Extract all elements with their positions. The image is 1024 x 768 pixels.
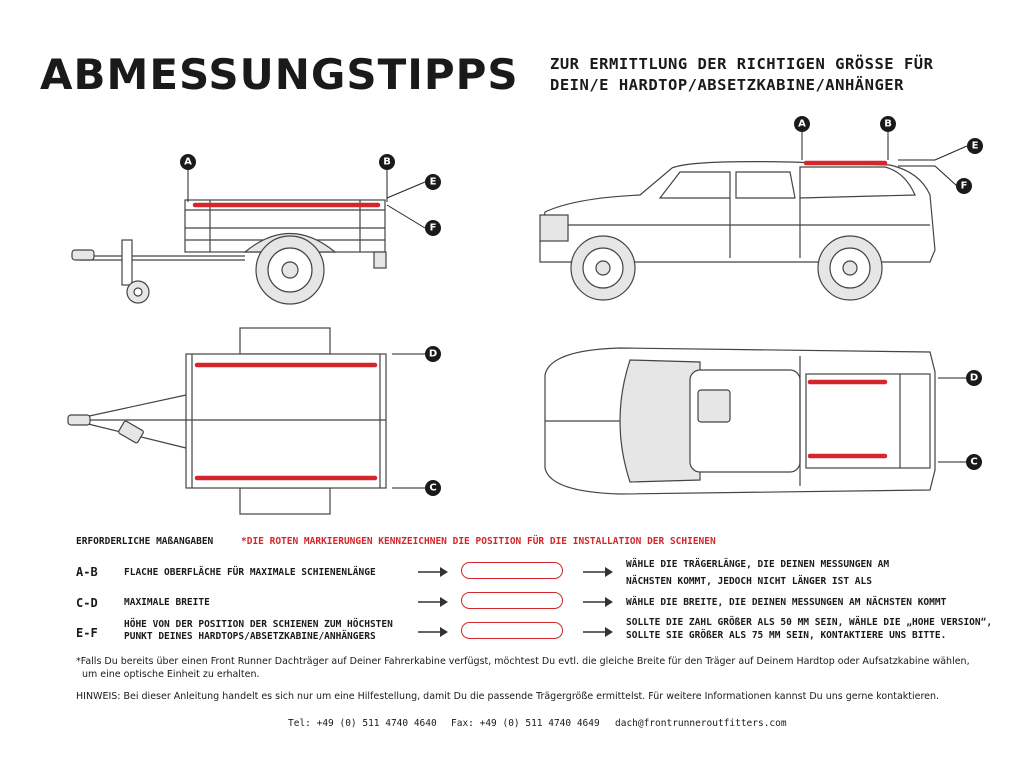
trailer-side-drawing [71,199,387,305]
row-code-cd: C-D [76,596,98,610]
row-desc-ab-line1: FLACHE OBERFLÄCHE FÜR MAXIMALE SCHIENENL… [124,567,376,578]
red-marking-note: *DIE ROTEN MARKIERUNGEN KENNZEICHNEN DIE… [241,536,716,547]
measurement-field-ab[interactable] [461,562,563,579]
label-a-truck: A [798,119,806,130]
label-c-trailer: C [429,483,436,494]
label-e-truck: E [972,141,979,152]
label-b-trailer: B [383,157,391,168]
page-subtitle: ZUR ERMITTLUNG DER RICHTIGEN GRÖßE FÜR D… [550,54,933,96]
arrow-icon [418,567,448,577]
measurement-field-ef[interactable] [461,622,563,639]
truck-side-callouts: A B E F [794,116,983,194]
label-f-truck: F [961,181,968,192]
row-result-ef: SOLLTE DIE ZAHL GRÖßER ALS 50 MM SEIN, W… [626,616,992,642]
arrow-icon [583,567,613,577]
row-result-ef-line1: SOLLTE DIE ZAHL GRÖßER ALS 50 MM SEIN, W… [626,617,993,628]
row-result-ab: WÄHLE DIE TRÄGERLÄNGE, DIE DEINEN MESSUN… [626,556,889,590]
row-desc-ef: HÖHE VON DER POSITION DER SCHIENEN ZUM H… [124,619,393,643]
hinweis-note: HINWEIS: Bei dieser Anleitung handelt es… [76,691,940,702]
footnote-line1: *Falls Du bereits über einen Front Runne… [76,656,970,667]
row-desc-ab: FLACHE OBERFLÄCHE FÜR MAXIMALE SCHIENENL… [124,567,376,579]
label-a-trailer: A [184,157,192,168]
label-b-truck: B [884,119,892,130]
arrow-icon [418,627,448,637]
row-result-ab-line1: WÄHLE DIE TRÄGERLÄNGE, DIE DEINEN MESSUN… [626,559,890,570]
footnote-line2: um eine optische Einheit zu erhalten. [82,669,260,680]
arrow-icon [583,627,613,637]
footnote: *Falls Du bereits über einen Front Runne… [76,655,1006,681]
subtitle-line-2: DEIN/E HARDTOP/ABSETZKABINE/ANHÄNGER [550,76,904,94]
row-code-ab: A-B [76,565,98,579]
label-d-truck: D [970,373,978,384]
label-d-trailer: D [429,349,437,360]
row-code-ef: E-F [76,626,98,640]
row-result-ef-line2: SOLLTE SIE GRÖßER ALS 75 MM SEIN, KONTAK… [626,630,947,641]
table-heading: ERFORDERLICHE MAßANGABEN [76,536,214,547]
contact-fax: Fax: +49 (0) 511 4740 4649 [451,718,600,729]
truck-side-drawing [539,160,936,301]
row-result-ab-line2: NÄCHSTEN KOMMT, JEDOCH NICHT LÄNGER IST … [626,576,872,587]
row-result-cd-line1: WÄHLE DIE BREITE, DIE DEINEN MESSUNGEN A… [626,597,947,608]
label-c-truck: C [970,457,977,468]
row-desc-ef-line1: HÖHE VON DER POSITION DER SCHIENEN ZUM H… [124,619,393,630]
contact-email[interactable]: dach@frontrunneroutfitters.com [615,718,787,729]
diagram-canvas: .ln { fill:none; stroke:#444; stroke-wid… [67,116,983,515]
row-result-cd: WÄHLE DIE BREITE, DIE DEINEN MESSUNGEN A… [626,594,946,611]
label-e-trailer: E [430,177,437,188]
row-desc-cd-line1: MAXIMALE BREITE [124,597,210,608]
row-desc-cd: MAXIMALE BREITE [124,597,210,609]
page-title: ABMESSUNGSTIPPS [40,50,519,99]
row-desc-ef-line2: PUNKT DEINES HARDTOPS/ABSETZKABINE/ANHÄN… [124,631,376,642]
subtitle-line-1: ZUR ERMITTLUNG DER RICHTIGEN GRÖßE FÜR [550,55,934,73]
arrow-icon [418,597,448,607]
trailer-top-drawing: D C [67,327,441,515]
truck-top-drawing: D C [544,347,982,495]
contact-phone: Tel: +49 (0) 511 4740 4640 [288,718,437,729]
label-f-trailer: F [430,223,437,234]
measurement-field-cd[interactable] [461,592,563,609]
trailer-side-callouts: A B E F [180,154,441,236]
arrow-icon [583,597,613,607]
